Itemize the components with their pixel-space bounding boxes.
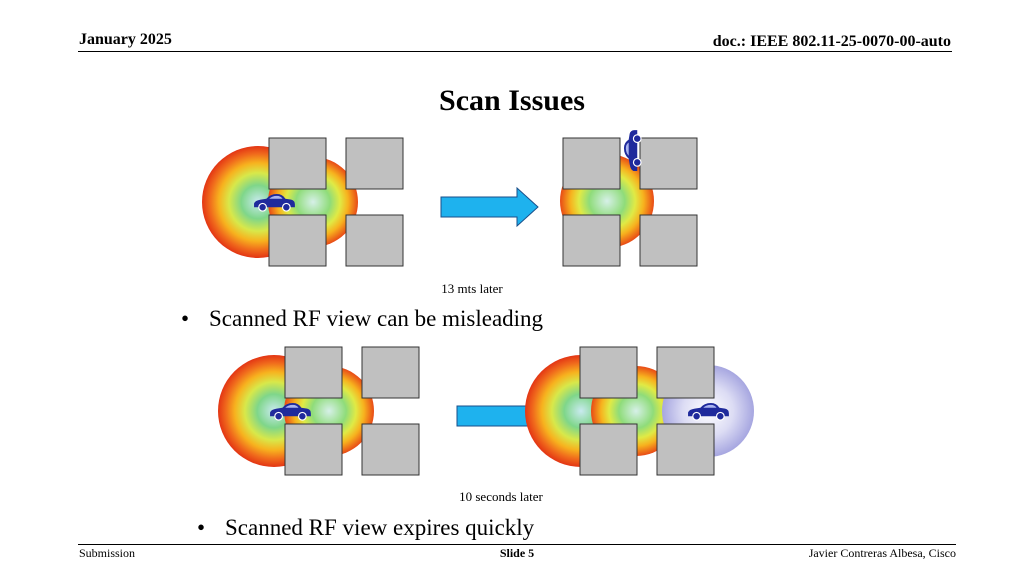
building [639,214,698,267]
building [345,137,404,190]
building [345,214,404,267]
bottom-diagram-caption: 10 seconds later [459,489,543,504]
building [361,423,420,476]
slide-title: Scan Issues [439,84,585,117]
top-right-scene [560,129,698,267]
bottom-left-scene [218,346,420,476]
top-diagram-caption: 13 mts later [441,281,503,296]
bullet-2-text: Scanned RF view expires quickly [225,515,535,540]
building [639,137,698,190]
footer-submission: Submission [79,546,136,560]
building [656,346,715,399]
footer-author: Javier Contreras Albesa, Cisco [808,546,956,560]
building [579,346,638,399]
header-doc-id: doc.: IEEE 802.11-25-0070-00-auto [712,33,951,50]
building [284,346,343,399]
footer-slide-number: Slide 5 [499,546,535,560]
right-arrow-icon [440,186,539,228]
building [579,423,638,476]
building [268,137,327,190]
building [361,346,420,399]
header-divider [78,51,952,52]
top-left-scene [202,137,404,267]
bullet-2: • Scanned RF view expires quickly [197,515,534,541]
bullet-dot: • [181,306,190,331]
building [284,423,343,476]
building [562,137,621,190]
building [268,214,327,267]
bullet-1: • Scanned RF view can be misleading [181,306,543,332]
bullet-1-text: Scanned RF view can be misleading [209,306,544,331]
building [562,214,621,267]
bullet-dot: • [197,515,206,540]
bottom-right-scene [525,346,754,476]
footer-divider [78,544,956,545]
header-date: January 2025 [79,31,172,48]
building [656,423,715,476]
